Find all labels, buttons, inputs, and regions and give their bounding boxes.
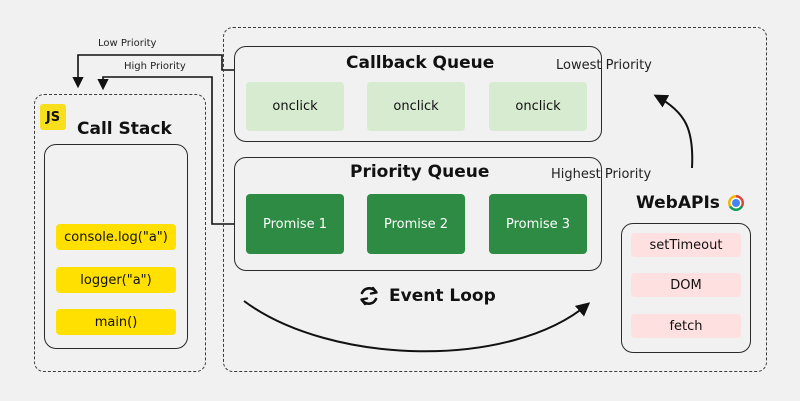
webapi-item-fetch: fetch bbox=[631, 314, 741, 338]
chrome-icon bbox=[727, 195, 744, 211]
callback-queue-title: Callback Queue bbox=[346, 53, 495, 73]
priority-queue-title: Priority Queue bbox=[350, 162, 490, 182]
callback-item-onclick-2: onclick bbox=[367, 82, 465, 131]
low-priority-arrow bbox=[72, 54, 234, 89]
call-stack-region bbox=[34, 94, 206, 372]
stack-item-console-log: console.log("a") bbox=[56, 224, 176, 250]
webapi-item-settimeout: setTimeout bbox=[631, 233, 741, 257]
promise-item-1: Promise 1 bbox=[246, 194, 344, 254]
highest-priority-note: Highest Priority bbox=[551, 167, 652, 182]
callback-item-onclick-1: onclick bbox=[246, 82, 344, 131]
callback-item-onclick-3: onclick bbox=[489, 82, 587, 131]
promise-item-3: Promise 3 bbox=[489, 194, 587, 254]
webapis-to-queue-arrow bbox=[653, 94, 694, 169]
high-priority-label: High Priority bbox=[124, 61, 186, 72]
event-loop-arrow bbox=[243, 300, 591, 353]
webapis-title-group: WebAPIs bbox=[636, 193, 744, 213]
event-loop-label-group: Event Loop bbox=[357, 284, 496, 308]
webapi-item-dom: DOM bbox=[631, 273, 741, 297]
call-stack-title: Call Stack bbox=[77, 119, 172, 139]
promise-item-2: Promise 2 bbox=[367, 194, 465, 254]
low-priority-label: Low Priority bbox=[98, 38, 157, 49]
runtime-region bbox=[223, 27, 767, 372]
high-priority-arrow bbox=[97, 76, 234, 225]
stack-item-logger: logger("a") bbox=[56, 267, 176, 293]
refresh-icon bbox=[360, 286, 378, 306]
js-logo: JS bbox=[40, 104, 66, 130]
event-loop-title: Event Loop bbox=[389, 286, 496, 306]
stack-item-main: main() bbox=[56, 309, 176, 335]
webapis-title: WebAPIs bbox=[636, 193, 720, 213]
lowest-priority-note: Lowest Priority bbox=[556, 58, 652, 73]
